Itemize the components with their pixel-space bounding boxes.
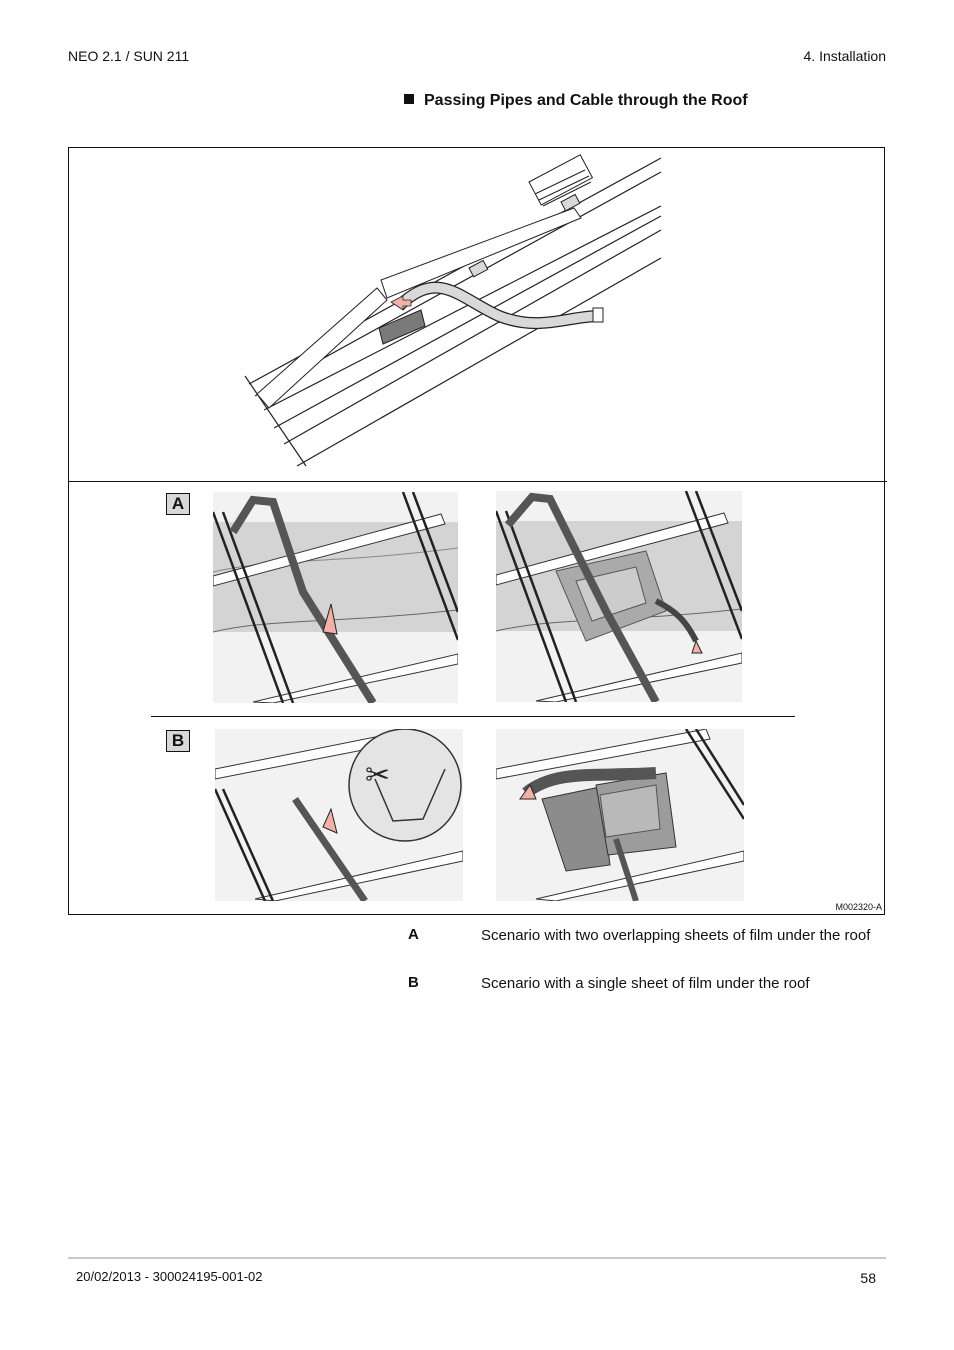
legend-row-b: B Scenario with a single sheet of film u… [408,974,888,996]
legend-key: B [408,974,419,991]
section-title: Passing Pipes and Cable through the Roof [404,92,748,110]
badge-b: B [166,730,190,752]
legend-key: A [408,926,419,943]
scenario-a-step-1-illustration [213,492,458,703]
divider-top [69,481,887,482]
divider-middle [151,716,795,717]
scenario-b-step-1-illustration: ✂ [215,729,463,901]
figure-reference-code: M002320-A [835,902,882,912]
badge-a: A [166,493,190,515]
section-title-text: Passing Pipes and Cable through the Roof [424,92,748,109]
legend-description: Scenario with a single sheet of film und… [481,975,810,992]
footer-divider [68,1257,886,1259]
document-id: NEO 2.1 / SUN 211 [68,48,190,64]
chapter-title: 4. Installation [803,48,887,64]
footer-document-info: 20/02/2013 - 300024195-001-02 [76,1269,263,1284]
legend-description: Scenario with two overlapping sheets of … [481,927,871,944]
roof-cross-section-illustration [244,154,662,467]
svg-text:✂: ✂ [365,758,390,793]
installation-figure: A [68,147,887,915]
scenario-b-step-2-illustration [496,729,744,901]
scenario-a-step-2-illustration [496,491,742,702]
page-number: 58 [860,1270,876,1286]
legend-row-a: A Scenario with two overlapping sheets o… [408,926,888,966]
square-bullet-icon [404,94,414,104]
